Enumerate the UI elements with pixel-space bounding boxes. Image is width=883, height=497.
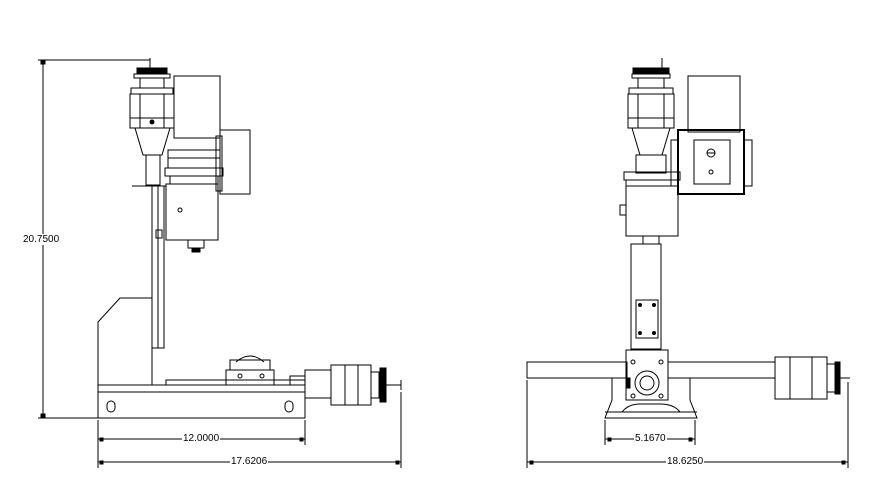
table <box>165 375 306 386</box>
spindle-head <box>129 87 175 186</box>
head-housing <box>619 171 681 245</box>
base <box>604 378 698 419</box>
x-axis-drive <box>774 356 850 400</box>
spindle-head <box>627 87 675 174</box>
control-box <box>670 129 753 195</box>
base-width-dimension-label: 12.0000 <box>182 433 221 444</box>
column <box>630 243 662 350</box>
vise <box>225 355 275 386</box>
width-dimensions <box>526 380 849 468</box>
front-base-width-dimension-label: 5.1670 <box>634 433 667 444</box>
motor-housing <box>173 75 221 139</box>
base <box>97 384 306 419</box>
height-dimension-label: 20.7500 <box>22 234 61 245</box>
motor-housing <box>687 75 741 133</box>
overall-width-dimension-label: 17.6206 <box>230 456 269 467</box>
front-view <box>526 58 850 468</box>
base-support <box>97 297 153 386</box>
control-box <box>219 129 251 195</box>
x-axis-drive <box>304 364 402 406</box>
saddle <box>625 349 669 401</box>
x-axis-bar <box>526 361 776 379</box>
front-overall-width-dimension-label: 18.6250 <box>666 456 705 467</box>
head-housing <box>164 149 224 253</box>
top-handwheel <box>133 58 171 89</box>
side-view <box>38 58 402 468</box>
top-handwheel <box>631 58 671 89</box>
column <box>151 185 165 349</box>
